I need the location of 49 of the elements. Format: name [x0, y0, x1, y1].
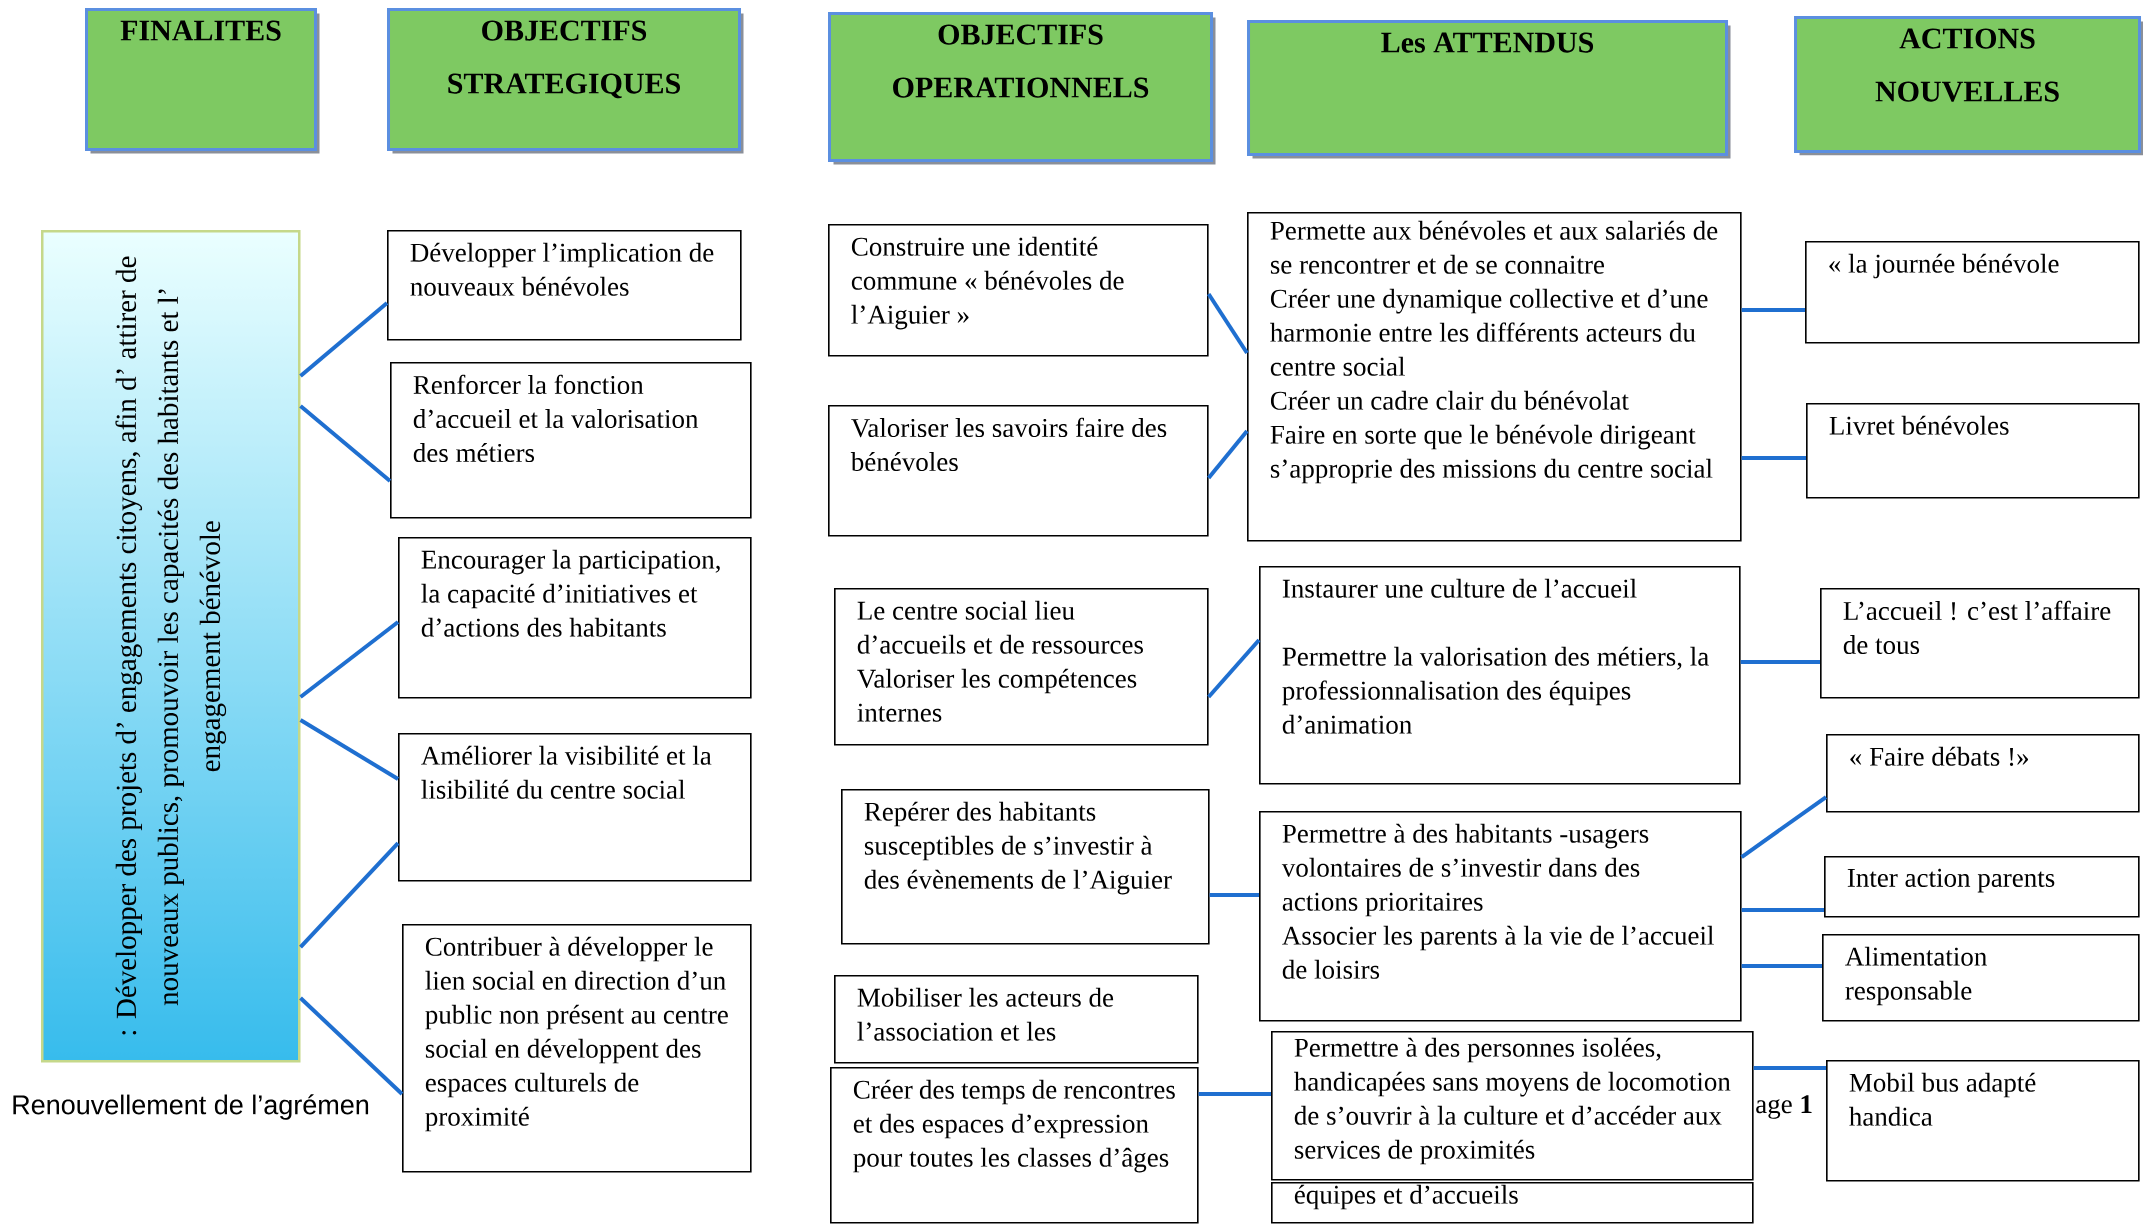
text-box: Livret bénévoles: [1806, 403, 2140, 499]
text-box: Développer l’implication de nouveaux bénévoles: [387, 230, 742, 341]
column-header: OBJECTIFS STRATEGIQUES: [387, 8, 744, 154]
text-box: Le centre social lieu d’accueils et de ressources Valoriser les compétences internes: [834, 588, 1209, 746]
connector-line: [299, 301, 389, 378]
connector-line: [1206, 292, 1249, 355]
connector-line: [1209, 893, 1259, 897]
connector-line: [1740, 660, 1820, 664]
connector-line: [299, 718, 400, 781]
text-box: Mobil bus adapté handica: [1826, 1060, 2140, 1182]
text-box: Mobiliser les acteurs de l’association et les: [834, 975, 1199, 1064]
column-header: Les ATTENDUS: [1247, 20, 1731, 159]
text-box: équipes et d’accueils: [1271, 1182, 1754, 1224]
connector-line: [299, 404, 392, 483]
text-box: Créer des temps de rencontres et des espaces d’expression pour toutes les classes d’âges: [830, 1067, 1199, 1224]
text-box: Permettre à des personnes isolées, handicapées sans moyens de locomotion de s’ouvrir à la culture et d’accéder aux services de proximités: [1271, 1031, 1754, 1181]
text-box: Contribuer à développer le lien social en direction d’un public non présent au centre social en développent des espaces culturels de proximité: [402, 924, 752, 1173]
column-header: FINALITES: [85, 8, 320, 154]
column-header: OBJECTIFS OPERATIONNELS: [828, 12, 1216, 165]
connector-line: [1741, 308, 1805, 312]
text-box: Alimentation responsable: [1822, 934, 2140, 1022]
connector-line: [1198, 1092, 1271, 1096]
connector-line: [1741, 456, 1806, 460]
connector-line: [1741, 908, 1824, 912]
text-box: Permettre à des habitants -usagers volontaires de s’investir dans des actions prioritaires Associer les parents à la vie de l’accueil de loisirs: [1259, 811, 1742, 1022]
column-header: ACTIONS NOUVELLES: [1794, 16, 2143, 156]
text-box: Instaurer une culture de l’accueil Permettre la valorisation des métiers, la professionnalisation des équipes d’animation: [1259, 566, 1741, 785]
connector-line: [1753, 1066, 1827, 1070]
connector-line: [1207, 638, 1261, 699]
text-box: Permette aux bénévoles et aux salariés de se rencontrer et de se connaitre Créer une dynamique collective et d’une harmonie entre les différents acteurs du centre social Créer un cadre clair du bénévolat Faire en sorte que le bénévole dirigeant s’approprie des missions du centre social: [1247, 212, 1742, 542]
text-box: « la journée bénévole: [1805, 241, 2140, 344]
text-box: Repérer des habitants susceptibles de s’investir à des évènements de l’Aiguier: [841, 789, 1210, 945]
text-box: Inter action parents: [1824, 856, 2140, 918]
connector-line: [299, 996, 404, 1096]
connector-line: [299, 620, 400, 699]
page-number: age 1: [1756, 1095, 1812, 1119]
text-box: Renforcer la fonction d’accueil et la valorisation des métiers: [390, 362, 752, 519]
goal-box: : Développer des projets d’ engagements citoyens, afin d’ attirer de nouveaux publics, promouvoir les capacités des habitants et l’ engagement bénévole: [41, 230, 301, 1063]
text-box: Améliorer la visibilité et la lisibilité du centre social: [398, 733, 752, 882]
text-box: Encourager la participation, la capacité d’initiatives et d’actions des habitants: [398, 537, 752, 699]
connector-line: [1740, 795, 1828, 859]
connector-line: [299, 841, 400, 949]
text-box: Construire une identité commune « bénévoles de l’Aiguier »: [828, 224, 1209, 357]
text-box: « Faire débats !»: [1826, 734, 2140, 813]
footer-text: Renouvellement de l’agrémen: [13, 1094, 369, 1120]
text-box: L’accueil ! c’est l’affaire de tous: [1820, 588, 2140, 699]
connector-line: [1207, 429, 1249, 480]
connector-line: [1741, 964, 1822, 968]
text-box: Valoriser les savoirs faire des bénévoles: [828, 405, 1209, 537]
